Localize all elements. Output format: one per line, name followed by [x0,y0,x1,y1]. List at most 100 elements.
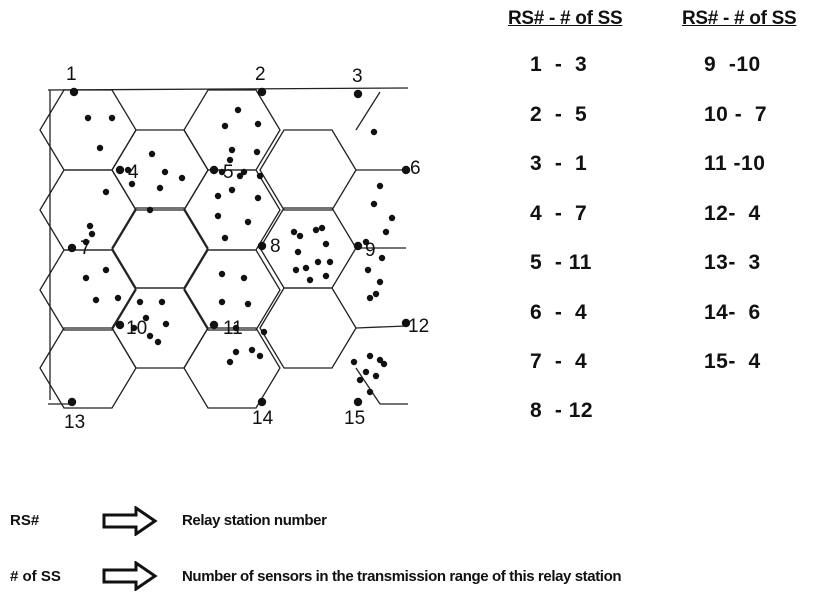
cell-edge [355,91,381,131]
sensor-dot [326,258,334,266]
relay-station-dot [115,320,125,330]
hex-cell [39,249,137,331]
sensor-dot [228,146,236,154]
sensor-dot [366,294,374,302]
sensor-dot [376,182,384,190]
sensor-dot [314,258,322,266]
legend-key-rs: RS# [10,512,40,529]
sensor-dot [142,314,150,322]
sensor-dot [376,356,384,364]
legend-desc-ss: Number of sensors in the transmission ra… [182,568,622,585]
sensor-dot [146,332,154,340]
sensor-dot [178,174,186,182]
sensor-dot [88,230,96,238]
right-arrow-icon [102,561,158,591]
table-row: 12- 4 [704,202,761,225]
sensor-dot [256,352,264,360]
rs-number: 4 [530,202,543,225]
ss-count: 11 [568,251,592,274]
sensor-dot [366,352,374,360]
sensor-dot [370,128,378,136]
ss-count: 4 [748,350,761,373]
ss-count: 6 [748,301,761,324]
hex-cell [39,89,137,171]
sensor-dot [214,212,222,220]
rs-number: 15 [704,350,729,373]
sensor-dot [218,168,226,176]
sensor-dot [378,254,386,262]
relay-station-dot [209,320,219,330]
sensor-dot [362,368,370,376]
rs-number: 10 [704,103,729,126]
sensor-dot [372,290,380,298]
sensor-dot [148,150,156,158]
table-row: 14- 6 [704,301,761,324]
sensor-dot [218,298,226,306]
rs-number: 7 [530,350,543,373]
hex-cell [183,327,281,409]
relay-station-labels: 1 2 3 4 5 6 7 8 9 10 11 12 13 14 15 [64,64,429,433]
relay-label: 12 [408,316,429,337]
ss-count: 5 [575,103,588,126]
sensor-dot [382,228,390,236]
sensor-dot [366,388,374,396]
sensor-dot [380,360,388,368]
sensor-dot [356,376,364,384]
relay-label: 5 [223,162,234,183]
sensor-dot [92,296,100,304]
ss-count: 4 [575,301,588,324]
sensor-dot [290,228,298,236]
sensor-dot [350,358,358,366]
table-row: 13- 3 [704,251,761,274]
relay-station-dot [257,87,267,97]
relay-label: 13 [64,412,85,433]
hex-cell [183,249,281,331]
sensor-dot [82,274,90,282]
ss-count: 10 [736,53,761,76]
ss-count: 3 [575,53,588,76]
sensor-dot [158,298,166,306]
sensor-dot [228,186,236,194]
sensor-dot [318,224,326,232]
table-row: 5 - 11 [530,251,592,274]
table-row: 4 - 7 [530,202,588,225]
table-row: 3 - 1 [530,152,588,175]
rs-number: 2 [530,103,543,126]
sensor-dot [292,266,300,274]
table-row: 11 -10 [704,152,766,175]
rs-number: 5 [530,251,543,274]
sensor-dot [114,294,122,302]
sensor-dot [84,114,92,122]
sensor-dot [86,222,94,230]
sensor-dot [102,266,110,274]
sensor-dot [322,240,330,248]
sensor-dot [226,358,234,366]
sensor-dot [370,200,378,208]
ss-count: 4 [748,202,761,225]
sensor-dots [82,106,396,396]
rs-number: 14 [704,301,729,324]
sensor-dot [376,278,384,286]
table-row: 6 - 4 [530,301,588,324]
sensor-dot [240,274,248,282]
sensor-dot [296,232,304,240]
sensor-dot [82,238,90,246]
relay-label: 10 [126,318,147,339]
extra-edges [48,91,408,405]
sensor-dot [388,214,396,222]
sensor-dot [128,180,136,188]
sensor-dot [256,172,264,180]
sensor-dot [372,372,380,380]
legend-desc-rs: Relay station number [182,512,327,529]
sensor-dot [244,300,252,308]
hex-cell [39,327,137,409]
rs-number: 11 [704,152,728,175]
rs-number: 12 [704,202,729,225]
table-row: 15- 4 [704,350,761,373]
sensor-dot [146,206,154,214]
relay-station-dot [401,165,411,175]
relay-label: 7 [80,238,91,259]
cell-edge [355,325,407,329]
relay-station-dot [115,165,125,175]
sensor-dot [232,348,240,356]
